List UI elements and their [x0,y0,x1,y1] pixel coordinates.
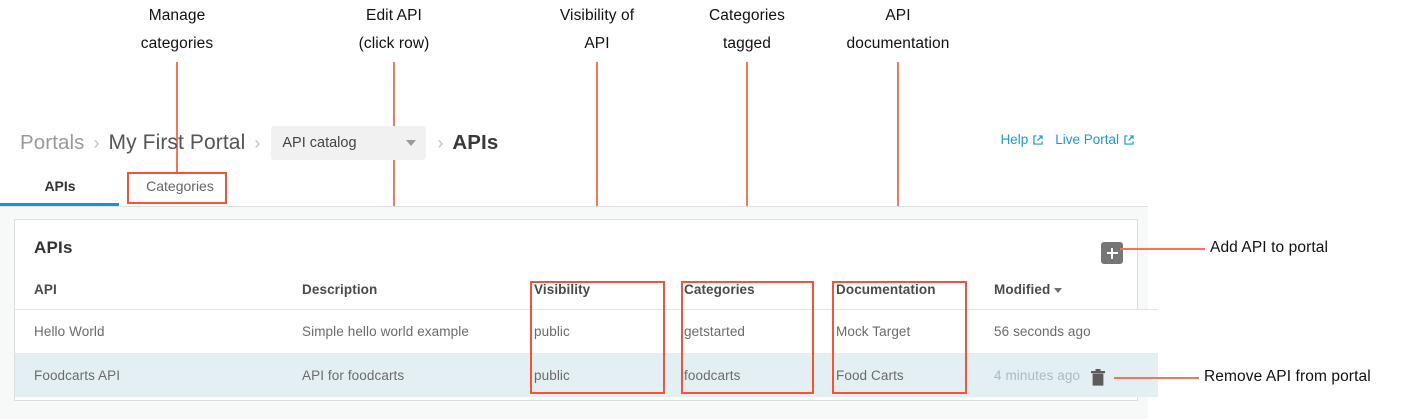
callout-line-1: API [885,7,911,24]
cell-description: API for foodcarts [302,353,534,397]
cell-visibility: public [534,309,684,354]
sort-descending-icon [1054,288,1063,293]
chevron-down-icon [406,140,417,146]
callout-manage-categories: Manage categories [92,2,262,58]
leader-line-documentation [897,62,899,283]
callout-edit-api: Edit API (click row) [309,2,479,58]
leader-line-visibility [596,62,598,283]
breadcrumb-separator: › [93,132,100,153]
table-header: API Description Visibility Categories Do… [15,282,1158,310]
callout-line-1: Manage [148,7,206,24]
cell-api: Hello World [15,309,302,354]
callout-line-1: Edit API [366,7,422,24]
callout-remove-api-from-portal: Remove API from portal [1204,368,1371,385]
external-link-icon [1124,134,1134,145]
breadcrumb-item-portals[interactable]: Portals [20,131,85,154]
cell-description: Simple hello world example [302,309,534,354]
live-portal-link-label: Live Portal [1055,132,1119,147]
help-link[interactable]: Help [1000,132,1044,147]
callout-categories-tagged: Categories tagged [662,2,832,58]
leader-line-categories [746,62,748,283]
table-body: Hello World Simple hello world example p… [15,309,1158,397]
breadcrumb-item-portal-name[interactable]: My First Portal [108,131,246,154]
catalog-select-value: API catalog [282,135,357,151]
catalog-select[interactable]: API catalog [271,126,427,160]
callout-line-1: Categories [709,7,785,24]
cell-visibility: public [534,353,684,397]
live-portal-link[interactable]: Live Portal [1055,132,1135,147]
cell-documentation: Mock Target [836,309,994,354]
external-link-icon [1033,134,1043,145]
column-header-modified-label: Modified [994,282,1051,297]
callout-line-2: API [584,35,610,52]
tab-apis[interactable]: APIs [38,168,82,204]
table-header-row: API Description Visibility Categories Do… [15,282,1158,310]
help-link-label: Help [1000,132,1029,147]
leader-line-add-api [1120,248,1205,250]
callout-line-2: (click row) [358,35,430,52]
column-header-categories[interactable]: Categories [684,282,836,310]
cell-api: Foodcarts API [15,353,302,397]
column-header-modified[interactable]: Modified [994,282,1158,310]
column-header-api[interactable]: API [15,282,302,310]
table-row[interactable]: Hello World Simple hello world example p… [15,309,1158,354]
tab-apis-label: APIs [44,178,76,194]
callout-line-2: categories [140,35,214,52]
add-api-button[interactable] [1101,242,1123,264]
leader-line-manage-categories [176,62,178,173]
tab-active-underline [0,203,119,206]
callout-visibility-of-api: Visibility of API [512,2,682,58]
tab-categories[interactable]: Categories [141,168,219,204]
cell-categories: getstarted [684,309,836,354]
cell-modified: 4 minutes ago [994,353,1158,397]
cell-modified: 56 seconds ago [994,309,1158,354]
breadcrumb-item-current: APIs [452,131,499,154]
breadcrumb-separator: › [437,132,444,153]
page-title: APIs [34,238,73,257]
cell-documentation: Food Carts [836,353,994,397]
top-right-links: Help Live Portal [1000,132,1135,147]
tab-bar: APIs Categories [0,168,1403,206]
remove-api-button[interactable] [1090,368,1106,387]
tab-categories-label: Categories [146,178,214,194]
callout-line-1: Visibility of [559,7,635,24]
callout-line-2: tagged [722,35,771,52]
table-row[interactable]: Foodcarts API API for foodcarts public f… [15,353,1158,397]
leader-line-remove-api [1114,377,1199,379]
breadcrumb-separator: › [254,132,261,153]
trash-icon [1091,369,1105,386]
cell-categories: foodcarts [684,353,836,397]
callout-line-2: documentation [846,35,950,52]
breadcrumb: Portals › My First Portal › API catalog … [20,126,498,160]
apis-table: API Description Visibility Categories Do… [15,282,1158,397]
column-header-description[interactable]: Description [302,282,534,310]
apis-card: APIs API Description Visibility Categori… [14,219,1158,401]
callout-api-documentation: API documentation [813,2,983,58]
column-header-visibility[interactable]: Visibility [534,282,684,310]
callout-add-api-to-portal: Add API to portal [1210,239,1329,256]
column-header-documentation[interactable]: Documentation [836,282,994,310]
